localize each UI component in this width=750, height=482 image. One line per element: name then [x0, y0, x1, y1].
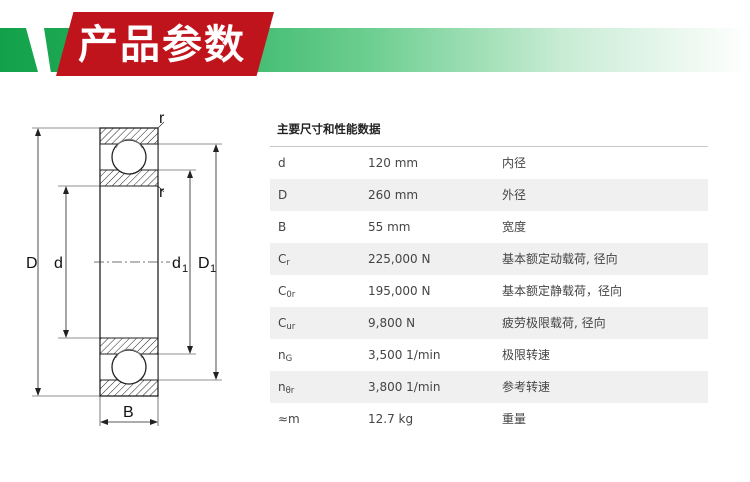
header-banner: 产品参数: [0, 12, 750, 76]
row-value: 12.7 kg: [368, 412, 414, 426]
label-d: d: [54, 255, 63, 272]
label-r-mid: r: [159, 184, 165, 201]
table-row: Cur 9,800 N 疲劳极限载荷, 径向: [270, 307, 708, 339]
table-row: D 260 mm 外径: [270, 179, 708, 211]
row-symbol: B: [278, 220, 287, 234]
row-symbol: Cur: [278, 316, 296, 332]
row-symbol: Cr: [278, 252, 290, 268]
row-symbol: C0r: [278, 284, 296, 300]
label-d1: d: [172, 255, 181, 272]
top-ball: [111, 139, 147, 175]
row-symbol: nθr: [278, 380, 295, 396]
row-description: 宽度: [502, 220, 527, 234]
row-value: 3,800 1/min: [368, 380, 441, 394]
row-symbol: nG: [278, 348, 293, 364]
row-value: 120 mm: [368, 156, 419, 170]
table-row: d 120 mm 内径: [270, 147, 708, 179]
row-symbol: d: [278, 156, 286, 170]
row-value: 3,500 1/min: [368, 348, 441, 362]
row-description: 基本额定静载荷，径向: [502, 284, 623, 298]
row-description: 极限转速: [502, 348, 551, 362]
label-D: D: [26, 255, 38, 272]
row-value: 260 mm: [368, 188, 419, 202]
bearing-diagram: D d d 1 D 1 B r r: [26, 110, 222, 426]
table-row: ≈m 12.7 kg 重量: [270, 403, 708, 435]
label-r-top: r: [159, 110, 165, 127]
row-description: 基本额定动载荷, 径向: [502, 252, 618, 266]
page-title: 产品参数: [78, 22, 246, 68]
row-description: 参考转速: [502, 380, 551, 394]
table-row: nθr 3,800 1/min 参考转速: [270, 371, 708, 403]
label-D1-sub: 1: [210, 263, 216, 275]
table-row: B 55 mm 宽度: [270, 211, 708, 243]
label-d1-sub: 1: [182, 263, 188, 275]
bottom-ball: [111, 349, 147, 385]
row-value: 195,000 N: [368, 284, 431, 298]
label-D1: D: [198, 255, 210, 272]
row-symbol: D: [278, 188, 288, 202]
table-row: C0r 195,000 N 基本额定静载荷，径向: [270, 275, 708, 307]
row-value: 55 mm: [368, 220, 411, 234]
label-B: B: [123, 404, 134, 421]
banner-red-block: [56, 12, 274, 76]
spec-table: 主要尺寸和性能数据 d 120 mm 内径 D 260 mm 外径 B 55 m…: [270, 112, 708, 435]
row-symbol: ≈m: [278, 412, 300, 426]
row-description: 内径: [502, 156, 527, 170]
table-row: nG 3,500 1/min 极限转速: [270, 339, 708, 371]
table-title: 主要尺寸和性能数据: [270, 112, 708, 147]
row-value: 9,800 N: [368, 316, 416, 330]
row-description: 疲劳极限载荷, 径向: [502, 316, 606, 330]
row-description: 外径: [502, 188, 527, 202]
row-description: 重量: [502, 412, 527, 426]
table-row: Cr 225,000 N 基本额定动载荷, 径向: [270, 243, 708, 275]
row-value: 225,000 N: [368, 252, 431, 266]
